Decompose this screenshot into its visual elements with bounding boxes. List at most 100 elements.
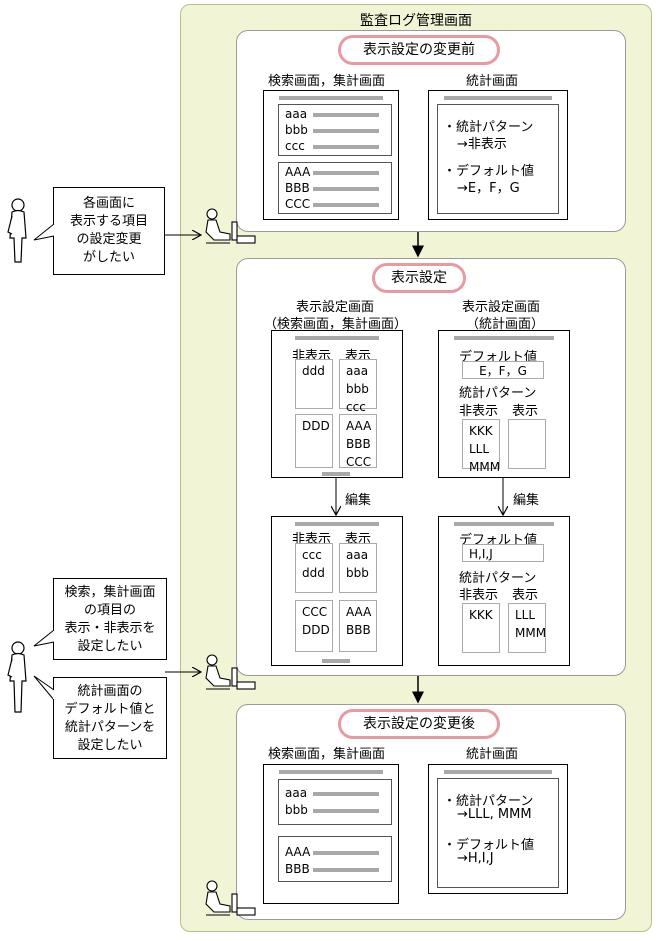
titlebar (454, 522, 554, 526)
hidden-column-upper: DDD (295, 414, 333, 468)
bubble-low: 統計画面の デフォルト値と 統計パターンを 設定したい (53, 677, 167, 759)
bubble-top: 各画面に 表示する項目 の設定変更 がしたい (53, 187, 165, 275)
bubble-mid: 検索，集計画面 の項目の 表示・非表示を 設定したい (53, 578, 167, 660)
operator-at-computer-icon (205, 654, 256, 690)
after-right-title: 統計画面 (466, 747, 519, 762)
before-stats-titlebar (444, 96, 552, 100)
after-item-aaa: aaa (285, 786, 308, 800)
hidden-header: 非表示 (459, 588, 499, 603)
pattern-label: 統計パターン (459, 386, 537, 401)
pattern-shown-column (508, 419, 546, 469)
operator-at-computer-icon (205, 208, 256, 244)
titlebar (295, 336, 379, 340)
value-line (313, 187, 379, 191)
shown-header: 表示 (512, 588, 539, 603)
settings-right-title-2: （統計画面） (466, 317, 545, 332)
pattern-label: 統計パターン (459, 571, 537, 586)
bubble-line: 検索，集計画面 (64, 585, 156, 600)
diagram-title: 監査ログ管理画面 (360, 13, 472, 29)
edit-label-left: 編集 (345, 493, 372, 508)
shown-column-upper: AAA BBB CCC (339, 414, 377, 469)
before-item-AAA: AAA (285, 165, 311, 179)
after-stats-line-3: ・デフォルト値 (443, 838, 535, 853)
default-value-field: E，F，G (462, 361, 544, 379)
bubble-tail-top (33, 223, 55, 241)
bubble-line: 設定したい (77, 738, 143, 753)
hidden-column-upper: CCC DDD (295, 600, 333, 652)
bubble-line: の設定変更 (76, 232, 142, 247)
after-upper-list (278, 836, 392, 882)
bubble-line: の項目の (83, 603, 136, 618)
shown-column-upper: AAA BBB (339, 600, 377, 652)
pattern-hidden-column: KKK (462, 603, 500, 653)
pill-before: 表示設定の変更前 (338, 35, 500, 65)
hidden-column-lower: ddd (295, 359, 333, 409)
default-value-field: H,I,J (462, 544, 544, 562)
value-line (313, 203, 379, 207)
after-lower-list (278, 779, 392, 825)
settings-search-screen-before (271, 330, 403, 478)
after-item-AAA: AAA (285, 845, 311, 859)
after-item-bbb: bbb (285, 803, 308, 817)
after-stats-line-4: →H,I,J (457, 851, 494, 866)
bubble-tail-mid (33, 629, 55, 647)
value-line (313, 809, 379, 813)
titlebar (444, 770, 552, 774)
after-left-title: 検索画面，集計画面 (268, 747, 386, 762)
shown-column-lower: aaa bbb (339, 543, 377, 593)
titlebar (454, 336, 554, 340)
bubble-line: 表示する項目 (69, 214, 148, 229)
bubble-line: がしたい (82, 250, 135, 265)
after-stats-line-2: →LLL, MMM (457, 807, 532, 822)
bubble-tail-low (33, 675, 55, 701)
before-left-title: 検索画面，集計画面 (268, 74, 386, 89)
settings-search-screen-after (271, 516, 403, 666)
value-line (313, 113, 379, 117)
bubble-line: 各画面に (82, 196, 135, 211)
pill-settings: 表示設定 (372, 263, 466, 293)
settings-left-title-1: 表示設定画面 (296, 300, 375, 315)
hidden-header: 非表示 (459, 404, 499, 419)
settings-left-title-2: （検索画面，集計画面） (264, 317, 408, 332)
value-line (313, 868, 379, 872)
value-line (313, 129, 379, 133)
before-stats-line-1: ・統計パターン (443, 120, 534, 135)
before-stats-line-4: →E，F，G (457, 181, 520, 196)
standing-person-icon (7, 641, 27, 713)
before-item-BBB: BBB (285, 181, 310, 195)
before-stats-line-2: →非表示 (457, 137, 507, 152)
before-item-aaa: aaa (285, 107, 308, 121)
before-item-ccc: ccc (285, 139, 305, 153)
value-line (313, 171, 379, 175)
bubble-line: 設定したい (77, 639, 143, 654)
bubble-line: 表示・非表示を (64, 621, 156, 636)
edit-label-right: 編集 (513, 493, 540, 508)
bubble-line: 統計画面の (77, 684, 143, 699)
scrollbar (322, 659, 350, 663)
bubble-line: デフォルト値と (64, 702, 156, 717)
pattern-hidden-column: KKK LLL MMM (462, 419, 500, 474)
before-search-titlebar (279, 96, 383, 100)
settings-stats-screen-after (438, 516, 570, 666)
titlebar (295, 522, 379, 526)
after-stats-content (437, 778, 559, 888)
operator-at-computer-icon (205, 880, 256, 916)
titlebar (279, 770, 383, 774)
before-stats-content (437, 104, 559, 214)
pattern-shown-column: LLL MMM (508, 603, 546, 653)
shown-header: 表示 (512, 404, 539, 419)
value-line (313, 792, 379, 796)
standing-person-icon (7, 198, 27, 263)
hidden-column-lower: ccc ddd (295, 543, 333, 593)
bubble-line: 統計パターンを (64, 720, 156, 735)
settings-stats-screen-before (438, 330, 570, 478)
before-item-bbb: bbb (285, 123, 308, 137)
value-line (313, 145, 379, 149)
before-item-CCC: CCC (285, 197, 311, 211)
scrollbar (322, 472, 350, 476)
after-stats-line-1: ・統計パターン (443, 794, 534, 809)
before-stats-line-3: ・デフォルト値 (443, 164, 535, 179)
pill-after: 表示設定の変更後 (338, 709, 500, 739)
before-right-title: 統計画面 (466, 74, 519, 89)
